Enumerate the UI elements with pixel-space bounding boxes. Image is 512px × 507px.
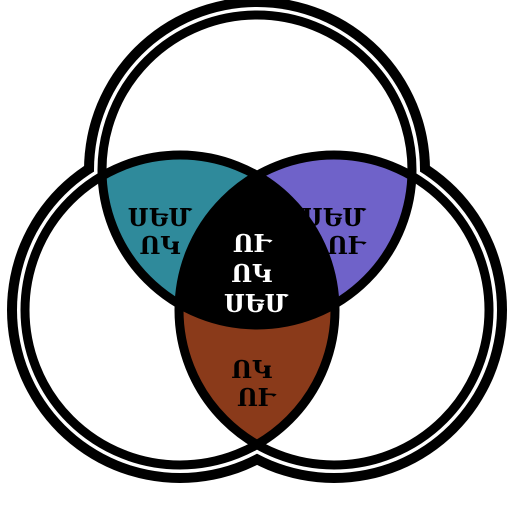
circle-top [97,10,417,330]
label-line: ՍԵՄ [302,203,368,232]
label-line: ՈԿ [231,355,272,384]
label-center: ՈՒ ՈԿ ՍԵՄ [224,229,290,318]
label-line: ՈՒ [233,229,273,258]
circle-left [20,150,340,470]
label-right-top: ՍԵՄ ՈՒ [302,203,374,260]
label-line: ՈԿ [231,259,272,288]
label-line: ՍԵՄ [128,203,194,232]
label-bottom: ՈԿ ՈՒ [231,355,280,412]
label-line: ՈՒ [237,383,277,412]
label-left-top: ՍԵՄ ՈԿ [128,203,200,260]
label-line: ՈՒ [327,231,367,260]
label-line: ՈԿ [139,231,180,260]
circle-right [174,150,494,470]
label-line: ՍԵՄ [224,289,290,318]
circle-outlines [20,10,494,470]
